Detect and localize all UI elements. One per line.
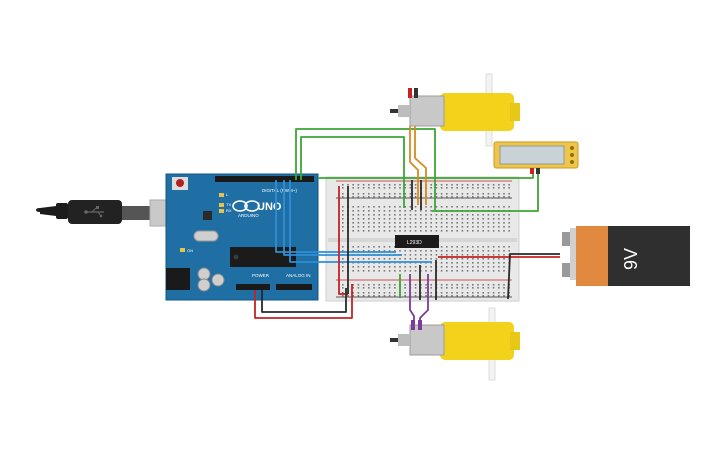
battery-top: [576, 226, 610, 286]
wire-green-1: [295, 128, 436, 210]
power-jack[interactable]: [166, 268, 190, 290]
wire-blue-1: [283, 180, 402, 256]
analog-header: [276, 284, 312, 290]
wire-black-power: [261, 288, 347, 313]
wire-green-2: [300, 136, 405, 208]
rx-label: RX: [226, 208, 232, 213]
l-led-label: L: [226, 192, 229, 197]
lcd-display[interactable]: [493, 141, 579, 174]
on-label: ON: [187, 248, 193, 253]
uno-logo-text: UNO: [257, 201, 282, 213]
l293d-chip[interactable]: L293D: [395, 235, 439, 248]
motor-top[interactable]: [390, 73, 520, 147]
analog-label: ANALOG IN: [286, 273, 311, 278]
battery-label: 9V: [621, 248, 641, 270]
atmega-chip: [230, 247, 296, 267]
dc-gear-motor-icon: [409, 95, 445, 127]
wire-orange-2: [414, 126, 427, 205]
battery-9v[interactable]: 9V: [562, 226, 690, 286]
usb-plug-icon: [84, 206, 104, 218]
reset-button[interactable]: [172, 177, 188, 190]
wire-red-power: [254, 284, 353, 319]
wire-black-battery: [507, 253, 560, 300]
digital-header-1: [215, 176, 275, 182]
wires[interactable]: [254, 126, 560, 328]
wire-green-4: [432, 172, 539, 212]
wire-red-rail: [338, 186, 348, 295]
wire-orange-1: [409, 126, 419, 205]
battery-body: [608, 226, 690, 286]
power-header: [236, 284, 270, 290]
dc-gear-motor-icon: [409, 324, 445, 356]
wire-blue-3: [275, 180, 396, 253]
motor-bottom-body: [440, 322, 514, 360]
digital-label: DIGITAL (PWM~): [262, 188, 297, 193]
arduino-uno[interactable]: DIGITAL (PWM~) L TX RX UNO ARDUINO ON: [165, 173, 319, 301]
tx-label: TX: [226, 202, 231, 207]
chip-label: L293D: [407, 240, 422, 246]
wire-blue-2: [289, 180, 432, 263]
brand-text: ARDUINO: [238, 213, 259, 218]
power-label: POWER: [252, 273, 270, 278]
lcd-display-icon: [499, 145, 565, 165]
digital-header-2: [270, 176, 314, 182]
usb-cable[interactable]: [36, 199, 185, 227]
motor-bottom[interactable]: [390, 307, 520, 381]
motor-top-body: [440, 93, 514, 131]
